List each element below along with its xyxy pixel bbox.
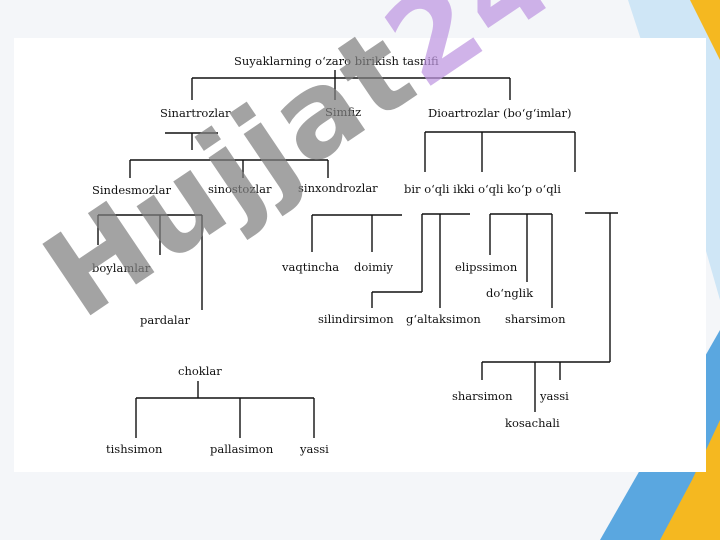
root-label: Suyaklarning o‘zaro birikish tasnifi (234, 54, 439, 68)
galtaksimon-label: g‘altaksimon (406, 312, 481, 326)
sharsimon-2-label: sharsimon (452, 389, 513, 403)
kosachali-label: kosachali (505, 416, 560, 430)
classification-tree: Suyaklarning o‘zaro birikish tasnifi Sin… (92, 54, 618, 456)
yellow-accent-shape-lower (660, 420, 720, 540)
yellow-accent-shape (690, 0, 720, 60)
vaqtincha-label: vaqtincha (281, 260, 339, 274)
sinartrozlar-label: Sinartrozlar (160, 106, 231, 120)
elipssimon-label: elipssimon (455, 260, 518, 274)
doimiy-label: doimiy (354, 260, 394, 274)
axes-label: bir o‘qli ikki o‘qli ko‘p o‘qli (404, 182, 561, 196)
sharsimon-label: sharsimon (505, 312, 566, 326)
silindirsimon-label: silindirsimon (318, 312, 394, 326)
tishsimon-label: tishsimon (106, 442, 163, 456)
sinxondrozlar-label: sinxondrozlar (298, 181, 378, 195)
boylamlar-label: boylamlar (92, 261, 151, 275)
yassi-2-label: yassi (539, 389, 569, 403)
diagram-card: Suyaklarning o‘zaro birikish tasnifi Sin… (14, 38, 706, 472)
diartrozlar-label: Dioartrozlar (bo‘g‘imlar) (428, 106, 572, 120)
sinostozlar-label: sinostozlar (208, 182, 272, 196)
pardalar-label: pardalar (140, 313, 190, 327)
choklar-label: choklar (178, 364, 222, 378)
donglik-label: do‘nglik (486, 286, 534, 300)
yassi-label: yassi (299, 442, 329, 456)
sindesmozlar-label: Sindesmozlar (92, 183, 171, 197)
simfiz-label: Simfiz (325, 105, 361, 119)
pallasimon-label: pallasimon (210, 442, 274, 456)
